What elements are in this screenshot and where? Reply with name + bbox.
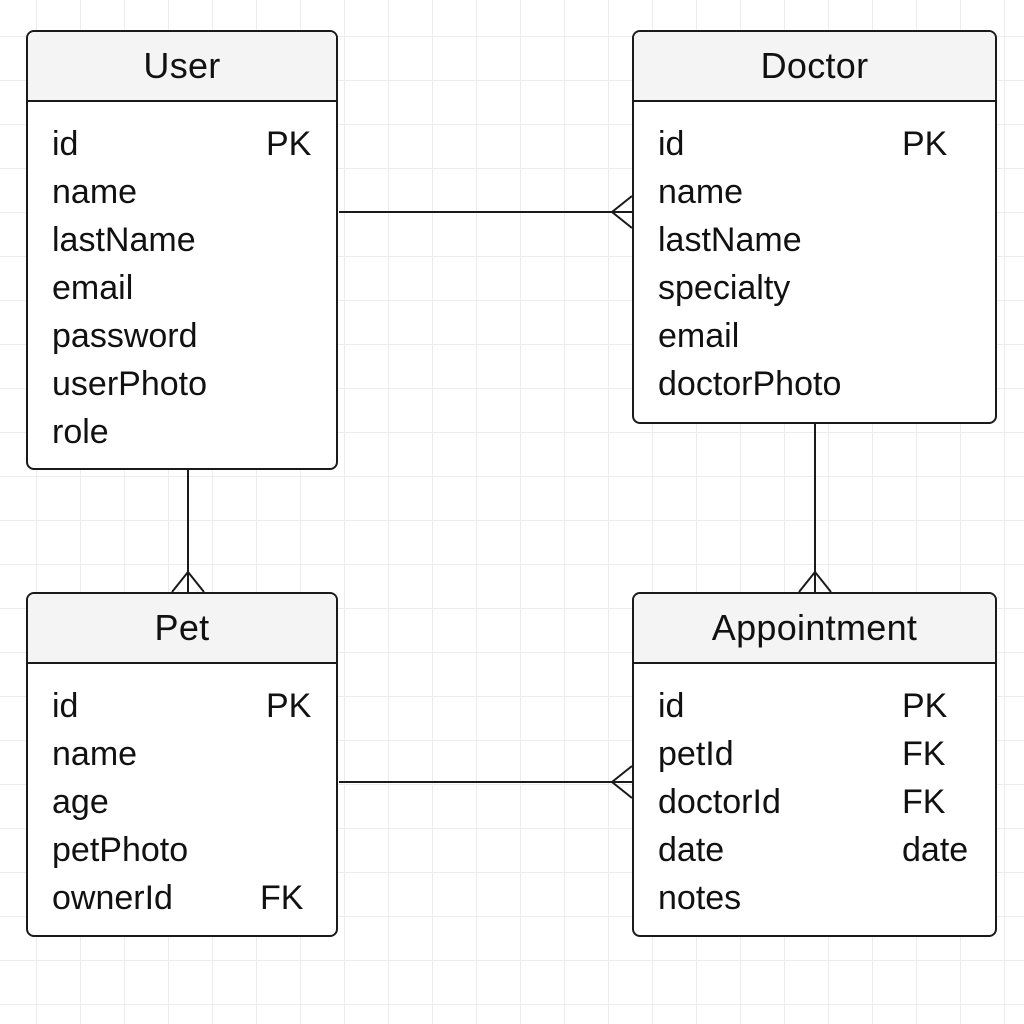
entity-user[interactable]: User id PK name lastName email password … (26, 30, 338, 470)
attribute-name: petId (658, 735, 734, 773)
attribute-key: date (902, 831, 969, 869)
attribute-name: ownerId (52, 879, 173, 917)
attribute-name: name (52, 173, 138, 211)
crows-foot-pet (171, 570, 205, 593)
attribute-name: id (658, 125, 685, 163)
attribute-row: id PK (52, 120, 336, 168)
attribute-row: specialty (658, 264, 995, 312)
attribute-list: id PK name lastName email password userP… (28, 102, 336, 456)
attribute-row: petId FK (658, 730, 995, 778)
entity-pet[interactable]: Pet id PK name age petPhoto ownerId FK (26, 592, 338, 937)
entity-title: Doctor (634, 32, 995, 102)
attribute-name: petPhoto (52, 831, 189, 869)
attribute-name: role (52, 413, 109, 451)
attribute-name: name (52, 735, 138, 773)
attribute-list: id PK name age petPhoto ownerId FK (28, 664, 336, 922)
attribute-row: password (52, 312, 336, 360)
entity-doctor[interactable]: Doctor id PK name lastName specialty ema… (632, 30, 997, 424)
attribute-key: FK (260, 879, 304, 917)
attribute-row: id PK (658, 120, 995, 168)
attribute-row: name (52, 168, 336, 216)
attribute-row: petPhoto (52, 826, 336, 874)
attribute-list: id PK name lastName specialty email doct… (634, 102, 995, 408)
attribute-name: name (658, 173, 744, 211)
attribute-name: id (52, 687, 79, 725)
attribute-row: doctorId FK (658, 778, 995, 826)
attribute-row: name (52, 730, 336, 778)
attribute-key: FK (902, 783, 946, 821)
attribute-list: id PK petId FK doctorId FK date date not… (634, 664, 995, 922)
attribute-row: lastName (658, 216, 995, 264)
relationship-pet-appointment (339, 765, 633, 799)
relationship-user-pet (171, 470, 205, 593)
entity-title: Pet (28, 594, 336, 664)
attribute-row: doctorPhoto (658, 360, 995, 408)
entity-title: User (28, 32, 336, 102)
attribute-key: PK (266, 125, 312, 163)
attribute-key: PK (266, 687, 312, 725)
attribute-row: userPhoto (52, 360, 336, 408)
attribute-row: lastName (52, 216, 336, 264)
crows-foot-appointment-left (610, 765, 633, 799)
attribute-name: specialty (658, 269, 791, 307)
attribute-row: date date (658, 826, 995, 874)
attribute-row: email (52, 264, 336, 312)
attribute-name: doctorId (658, 783, 781, 821)
attribute-name: date (658, 831, 725, 869)
attribute-name: userPhoto (52, 365, 207, 403)
attribute-name: email (52, 269, 134, 307)
crows-foot-doctor (610, 195, 633, 229)
entity-title: Appointment (634, 594, 995, 664)
attribute-name: id (658, 687, 685, 725)
attribute-name: age (52, 783, 109, 821)
attribute-row: notes (658, 874, 995, 922)
relationship-user-doctor (339, 195, 633, 229)
attribute-row: age (52, 778, 336, 826)
attribute-row: role (52, 408, 336, 456)
entity-appointment[interactable]: Appointment id PK petId FK doctorId FK d… (632, 592, 997, 937)
attribute-name: password (52, 317, 198, 355)
attribute-name: email (658, 317, 740, 355)
crows-foot-appointment-top (798, 570, 832, 593)
attribute-row: id PK (52, 682, 336, 730)
attribute-row: id PK (658, 682, 995, 730)
attribute-key: FK (902, 735, 946, 773)
attribute-key: PK (902, 687, 948, 725)
attribute-row: email (658, 312, 995, 360)
attribute-key: PK (902, 125, 948, 163)
attribute-name: lastName (658, 221, 802, 259)
attribute-row: name (658, 168, 995, 216)
relationship-doctor-appointment (798, 424, 832, 593)
attribute-name: doctorPhoto (658, 365, 842, 403)
attribute-name: lastName (52, 221, 196, 259)
attribute-name: id (52, 125, 79, 163)
attribute-name: notes (658, 879, 742, 917)
attribute-row: ownerId FK (52, 874, 336, 922)
